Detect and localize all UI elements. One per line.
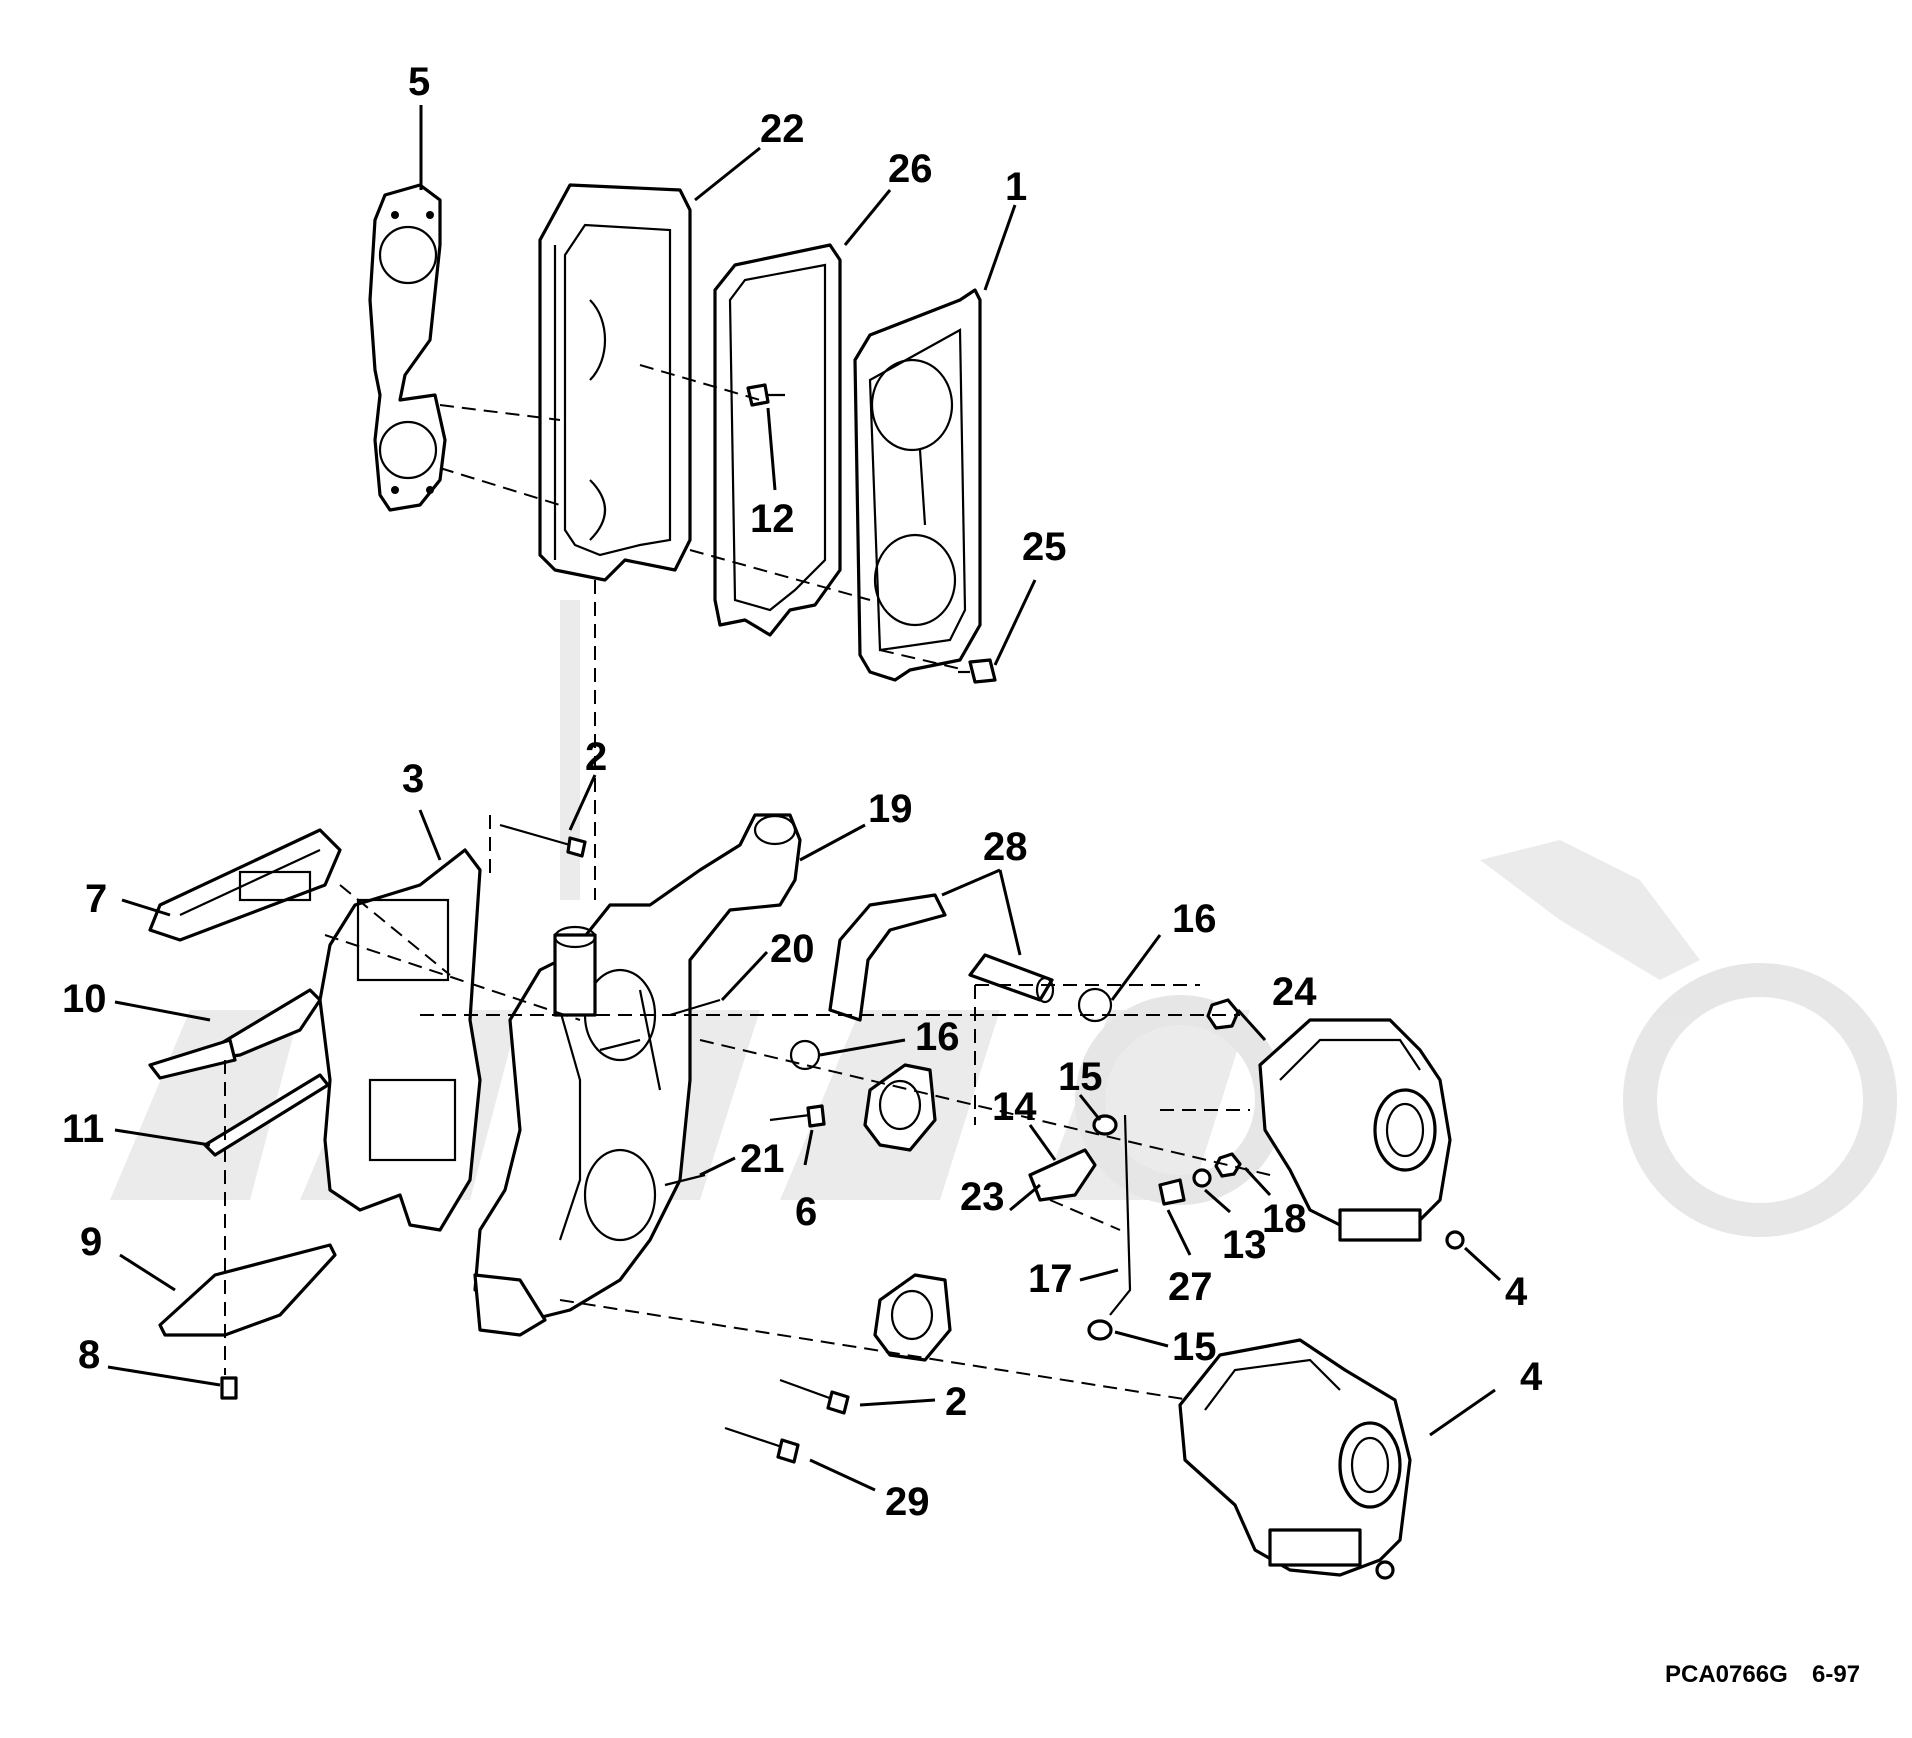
part-16-clamp-lower — [789, 1039, 821, 1071]
callout-13: 13 — [1222, 1223, 1267, 1267]
carburetor-flange-gasket-lower — [873, 1273, 952, 1362]
part-18-nut — [1214, 1152, 1242, 1178]
part-9-plate — [158, 1243, 337, 1337]
part-10-reed-petals — [148, 988, 322, 1080]
callout-20: 20 — [770, 927, 815, 971]
callout-5: 5 — [408, 60, 430, 104]
part-27-screw — [1158, 1178, 1186, 1206]
part-6-bolt — [769, 1104, 826, 1128]
callout-12: 12 — [750, 497, 795, 541]
drawing-code: PCA0766G — [1665, 1661, 1788, 1688]
part-15-cap-lower — [1087, 1319, 1113, 1341]
callout-14: 14 — [992, 1085, 1037, 1129]
callout-26: 26 — [888, 147, 933, 191]
part-26-gasket — [713, 243, 842, 637]
callout-6: 6 — [795, 1190, 817, 1234]
part-13-washer — [1192, 1168, 1212, 1188]
part-19-intake-manifold — [473, 813, 802, 1337]
part-3-gasket — [318, 848, 482, 1232]
part-20-stud — [599, 998, 721, 1052]
callout-18: 18 — [1262, 1197, 1307, 1241]
callout-29: 29 — [885, 1480, 930, 1524]
part-4-carburetor-lower — [1178, 1338, 1412, 1580]
callout-9: 9 — [80, 1220, 102, 1264]
callout-1: 1 — [1005, 165, 1027, 209]
callout-16-lower: 16 — [915, 1015, 960, 1059]
part-8-screw — [220, 1376, 238, 1400]
callout-2-top: 2 — [585, 735, 607, 779]
part-16-clamp-upper — [1077, 987, 1113, 1023]
part-22-reed-cover — [538, 183, 692, 582]
callout-4-lower: 4 — [1520, 1355, 1543, 1399]
callout-22: 22 — [760, 107, 805, 151]
part-2-bolt-top — [499, 823, 587, 858]
callout-4-upper: 4 — [1505, 1270, 1528, 1314]
callout-15-lower: 15 — [1172, 1325, 1217, 1369]
callout-3: 3 — [402, 757, 424, 801]
callout-27: 27 — [1168, 1265, 1213, 1309]
callout-28: 28 — [983, 825, 1028, 869]
part-14-linkage-arm — [1028, 1148, 1097, 1202]
callout-11: 11 — [62, 1107, 104, 1151]
callout-2-lower: 2 — [945, 1380, 967, 1424]
part-7-reed-block — [148, 828, 342, 942]
callout-19: 19 — [868, 787, 913, 831]
callout-labels: 5 22 26 1 12 25 2 19 28 16 24 3 7 20 10 … — [62, 60, 1543, 1524]
callout-10: 10 — [62, 977, 107, 1021]
part-17-link-rod — [1109, 1114, 1132, 1316]
callout-17: 17 — [1028, 1257, 1073, 1301]
callout-8: 8 — [78, 1333, 100, 1377]
part-1-reed-plate — [853, 288, 982, 682]
part-4-carburetor-upper — [1258, 1018, 1465, 1250]
part-2-bolt-lower — [779, 1378, 850, 1415]
callout-21: 21 — [740, 1137, 785, 1181]
drawing-date: 6-97 — [1812, 1661, 1860, 1688]
part-15-cap-upper — [1092, 1114, 1118, 1136]
part-29-bolt — [724, 1426, 800, 1464]
callout-15-upper: 15 — [1058, 1055, 1103, 1099]
part-5-gasket — [368, 183, 447, 512]
part-28-hose — [828, 893, 1055, 1022]
part-21-stud — [664, 1173, 706, 1187]
carburetor-flange-gasket-upper — [863, 1063, 937, 1152]
callout-23: 23 — [960, 1175, 1005, 1219]
callout-24: 24 — [1272, 970, 1317, 1014]
callout-7: 7 — [85, 877, 107, 921]
leader-lines — [107, 105, 1502, 1492]
part-12-screw — [746, 383, 785, 407]
callout-16-upper: 16 — [1172, 897, 1217, 941]
part-25-screw — [958, 658, 997, 684]
callout-25: 25 — [1022, 525, 1067, 569]
